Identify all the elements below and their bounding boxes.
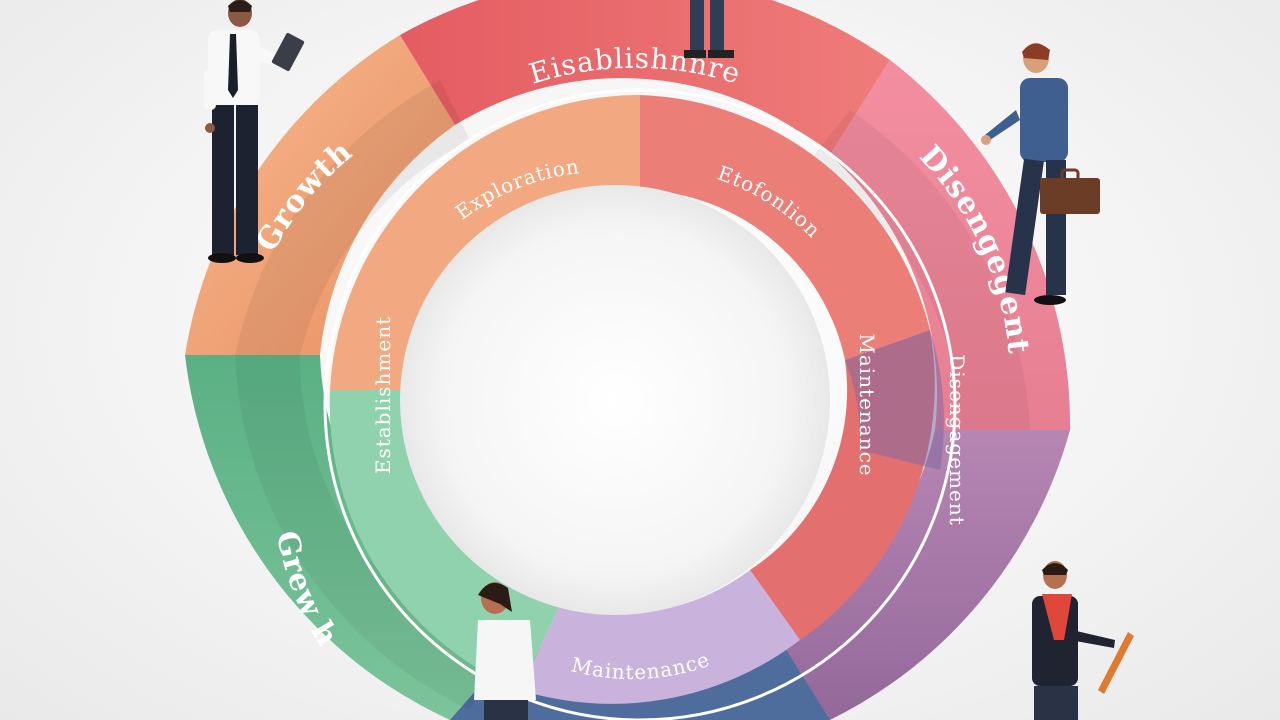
segment-establishment[interactable] [400,0,890,155]
segment-disengagement-pink[interactable] [830,60,1071,430]
segment-disengagement-purple[interactable] [760,430,1070,720]
segment-growth-orange[interactable] [185,35,455,355]
inner-segment-etofonlion[interactable] [640,95,930,360]
man-with-scarf-icon [1032,561,1134,720]
center-circle [400,185,830,615]
inner-segment-bottom-lavender[interactable] [520,570,800,704]
bevel-left [235,80,470,355]
label-right-vertical: Disengagement [945,354,969,526]
woman-standing-icon [474,582,536,720]
bevel-right [810,110,1030,430]
label-maintenance: Maintenance [855,333,879,476]
inner-segment-left-green[interactable] [329,390,560,690]
bevel-left-green [235,355,500,710]
businessman-with-briefcase-icon [981,43,1100,305]
divider-ring [323,88,957,720]
businessman-with-tablet-icon [204,0,305,263]
label-left-vertical: Establishment [371,316,395,474]
person-legs-icon [684,0,734,58]
inner-segment-right-purple[interactable] [845,330,944,470]
